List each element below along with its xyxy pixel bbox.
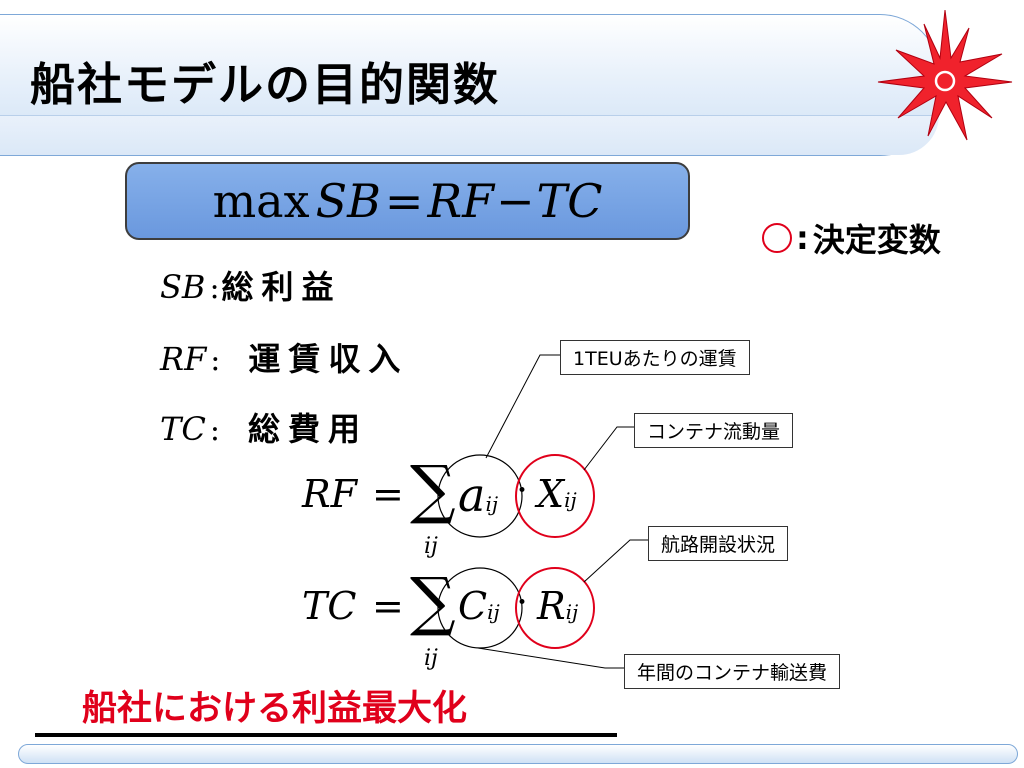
formula-rf-dot: · — [516, 468, 529, 512]
conclusion-text: 船社における利益最大化 — [82, 689, 468, 729]
formula-rf-var1: aij — [458, 468, 498, 522]
definition-rf: RF : 運賃収入 — [160, 334, 408, 380]
sub-ij: ij — [487, 600, 500, 624]
definition-symbol: SB — [160, 268, 206, 306]
objective-rf: RF — [427, 174, 494, 228]
definition-tc: TC : 総費用 — [160, 404, 368, 450]
formula-rf: RF — [302, 472, 357, 516]
definition-term: 運賃収入 — [248, 340, 409, 378]
decision-label: 決定変数 — [812, 221, 941, 259]
definition-colon: : — [209, 413, 220, 448]
circle-x-ij — [515, 454, 595, 538]
objective-equals: = — [384, 174, 424, 228]
formula-tc-lhs: TC — [302, 584, 357, 628]
formula-rf-lhs: RF — [302, 472, 357, 516]
decision-circle-icon — [762, 223, 792, 253]
leader-freight-rate — [485, 354, 560, 459]
formula-tc-equals: = — [372, 584, 404, 628]
circle-a-ij — [437, 454, 523, 538]
note-container-flow: コンテナ流動量 — [634, 413, 794, 448]
var-x: X — [537, 472, 565, 516]
var-r: R — [537, 584, 566, 628]
formula-tc-index: ij — [424, 646, 438, 671]
max-operator: max — [212, 174, 310, 228]
definition-term: 総利益 — [221, 268, 342, 306]
title-banner-lower — [0, 115, 939, 155]
objective-lhs: SB — [315, 174, 381, 228]
decision-colon: : — [796, 219, 809, 257]
formula-rf-equals: = — [372, 472, 404, 516]
formula-rf-sum: ∑ — [410, 453, 456, 527]
objective-tc: TC — [536, 174, 603, 228]
objective-minus: − — [496, 174, 535, 228]
sub-ij: ij — [564, 488, 577, 512]
definition-colon: : — [209, 271, 220, 306]
definition-sb: SB : 総利益 — [160, 262, 342, 308]
leader-container-flow — [583, 426, 634, 471]
formula-tc: TC — [302, 584, 356, 628]
formula-tc-sum: ∑ — [410, 565, 456, 639]
circle-r-ij — [515, 567, 595, 649]
definition-symbol: RF — [160, 340, 207, 378]
definition-colon: : — [210, 343, 221, 378]
note-freight-rate: 1TEUあたりの運賃 — [560, 340, 750, 375]
note-route-status: 航路開設状況 — [648, 526, 789, 561]
definition-symbol: TC — [160, 410, 206, 448]
leader-annual-cost — [477, 647, 624, 669]
sub-ij: ij — [565, 600, 579, 624]
note-annual-cost: 年間のコンテナ輸送費 — [624, 654, 841, 689]
bottom-bar — [18, 744, 1018, 764]
definition-term: 総費用 — [247, 410, 368, 448]
conclusion-underline — [35, 733, 617, 737]
formula-tc-var2: Rij — [537, 584, 578, 628]
formula-tc-dot: · — [516, 580, 529, 624]
formula-tc-var1: Cij — [458, 584, 500, 628]
sub-ij: ij — [485, 492, 499, 516]
objective-function-box: max SB = RF − TC — [125, 162, 690, 240]
formula-rf-index: ij — [424, 534, 438, 559]
page-title: 船社モデルの目的関数 — [30, 58, 501, 111]
leader-route-status — [583, 539, 648, 583]
formula-rf-var2: Xij — [537, 472, 577, 516]
decision-variable-legend: : 決定変数 — [762, 215, 941, 261]
compass-star-icon — [877, 9, 1013, 141]
var-a: a — [458, 468, 486, 522]
title-banner — [0, 14, 940, 156]
var-c: C — [458, 584, 488, 628]
